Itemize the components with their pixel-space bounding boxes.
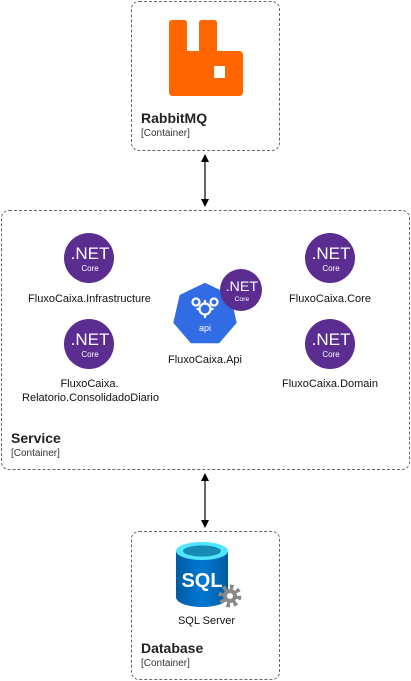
rabbitmq-type: [Container] bbox=[141, 128, 190, 139]
dotnet-label: .NET bbox=[71, 330, 110, 349]
database-title: Database bbox=[141, 640, 204, 656]
dotnet-sub-label: Core bbox=[322, 350, 340, 359]
dotnet-label: .NET bbox=[226, 279, 259, 295]
api-label: FluxoCaixa.Api bbox=[168, 354, 242, 366]
dotnet-core-icon: .NET Core bbox=[305, 233, 355, 283]
dotnet-core-node[interactable]: .NET Core bbox=[305, 233, 355, 283]
dotnet-label: .NET bbox=[312, 330, 351, 349]
dotnet-infrastructure-node[interactable]: .NET Core bbox=[64, 233, 114, 283]
dotnet-core-icon: .NET Core bbox=[305, 319, 355, 369]
kubernetes-api-icon: api bbox=[172, 281, 238, 345]
sql-server-label: SQL Server bbox=[177, 615, 236, 627]
dotnet-label: .NET bbox=[312, 244, 351, 263]
rabbitmq-container[interactable]: RabbitMQ [Container] bbox=[131, 1, 280, 151]
relatorio-label-line1: FluxoCaixa. bbox=[60, 378, 119, 390]
dotnet-domain-node[interactable]: .NET Core bbox=[305, 319, 355, 369]
sql-badge-label: SQL bbox=[181, 570, 222, 592]
infrastructure-label: FluxoCaixa.Infrastructure bbox=[28, 293, 151, 305]
dotnet-core-icon: .NET Core bbox=[64, 319, 114, 369]
service-container[interactable]: .NET Core FluxoCaixa.Infrastructure .NET… bbox=[1, 210, 410, 470]
gear-icon bbox=[218, 584, 242, 608]
sql-server-icon[interactable]: SQL bbox=[174, 540, 246, 612]
dotnet-sub-label: Core bbox=[322, 264, 340, 273]
domain-label: FluxoCaixa.Domain bbox=[282, 378, 378, 390]
dotnet-relatorio-node[interactable]: .NET Core bbox=[64, 319, 114, 369]
rabbitmq-title: RabbitMQ bbox=[141, 110, 208, 126]
database-container[interactable]: SQL SQL Server Database [Container] bbox=[131, 531, 280, 680]
rabbitmq-logo-icon bbox=[169, 20, 243, 96]
dotnet-sub-label: Core bbox=[81, 350, 99, 359]
service-type: [Container] bbox=[11, 448, 60, 459]
dotnet-core-icon: .NET Core bbox=[64, 233, 114, 283]
api-node[interactable]: api .NET Core bbox=[172, 269, 262, 345]
dotnet-sub-label: Core bbox=[235, 296, 250, 303]
service-title: Service bbox=[11, 430, 61, 446]
core-label: FluxoCaixa.Core bbox=[289, 293, 371, 305]
relatorio-label-line2: Relatorio.ConsolidadoDiario bbox=[22, 392, 159, 404]
api-badge-label: api bbox=[199, 323, 211, 333]
dotnet-core-icon: .NET Core bbox=[220, 269, 262, 311]
dotnet-label: .NET bbox=[71, 244, 110, 263]
dotnet-sub-label: Core bbox=[81, 264, 99, 273]
database-type: [Container] bbox=[141, 658, 190, 669]
